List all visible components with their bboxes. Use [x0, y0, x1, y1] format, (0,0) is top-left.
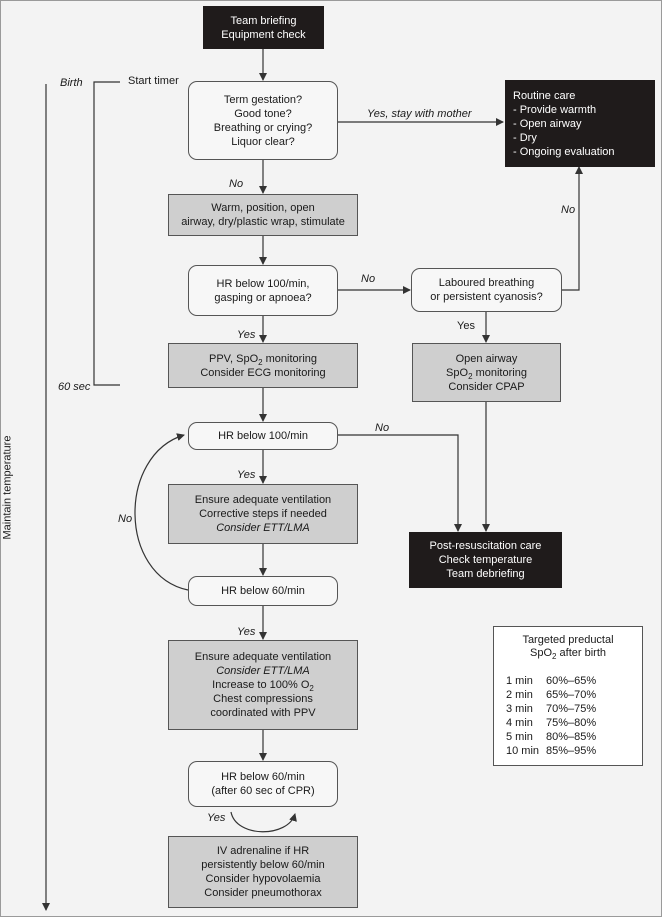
hr-check-1-line-2: gasping or apnoea? [214, 291, 312, 304]
ventilation-2-line-5: coordinated with PPV [210, 707, 316, 719]
open-airway-box: Open airway SpO2 monitoring Consider CPA… [412, 343, 561, 402]
routine-care-item: - Open airway [513, 117, 582, 130]
birth-label: Birth [60, 77, 83, 89]
initial-assessment-box: Term gestation? Good tone? Breathing or … [188, 81, 338, 160]
ventilation-2-line-4: Chest compressions [213, 693, 313, 705]
laboured-line-2: or persistent cyanosis? [430, 291, 543, 303]
assessment-line-4: Liquor clear? [231, 135, 295, 148]
ventilation-2-box: Ensure adequate ventilation Consider ETT… [168, 640, 358, 730]
ventilation-1-line-3: Consider ETT/LMA [216, 522, 310, 534]
ventilation-1-line-1: Ensure adequate ventilation [194, 494, 332, 506]
start-timer-label: Start timer [128, 75, 179, 87]
ventilation-2-line-1: Ensure adequate ventilation [194, 651, 332, 663]
equipment-check-text: Equipment check [221, 28, 306, 41]
ventilation-1-line-2: Corrective steps if needed [199, 508, 327, 520]
warm-line-1: Warm, position, open [211, 202, 315, 214]
routine-care-title: Routine care [513, 89, 576, 102]
open-airway-line-1: Open airway [455, 352, 518, 365]
ppv-line-2: Consider ECG monitoring [200, 366, 326, 379]
ppv-line-1: PPV, SpO2 monitoring [209, 352, 317, 367]
ventilation-2-line-2: Consider ETT/LMA [216, 665, 310, 677]
hr-check-3-text: HR below 60/min [221, 585, 305, 597]
adrenaline-box: IV adrenaline if HR persistently below 6… [168, 836, 358, 908]
assessment-line-3: Breathing or crying? [213, 121, 313, 134]
post-resus-line-3: Team debriefing [446, 568, 525, 580]
spo2-table-title-1: Targeted preductal [522, 634, 614, 646]
yes-stay-with-mother-label: Yes, stay with mother [367, 108, 472, 120]
spo2-target-table: Targeted preductal SpO2 after birth 1 mi… [493, 626, 643, 766]
warm-stimulate-box: Warm, position, open airway, dry/plastic… [168, 194, 358, 236]
adrenaline-line-2: persistently below 60/min [201, 859, 325, 871]
no-label-hr2: No [375, 422, 390, 434]
sixty-sec-label: 60 sec [58, 381, 91, 393]
no-label-loop: No [118, 513, 133, 525]
hr-check-3-box: HR below 60/min [188, 576, 338, 606]
ppv-box: PPV, SpO2 monitoring Consider ECG monito… [168, 343, 358, 388]
spo2-table-title-2: SpO2 after birth [530, 647, 606, 662]
hr-check-4-line-2: (after 60 sec of CPR) [211, 785, 315, 797]
hr-check-4-box: HR below 60/min (after 60 sec of CPR) [188, 761, 338, 807]
adrenaline-line-4: Consider pneumothorax [204, 887, 322, 899]
open-airway-line-3: Consider CPAP [448, 380, 525, 393]
ventilation-1-box: Ensure adequate ventilation Corrective s… [168, 484, 358, 544]
assessment-line-2: Good tone? [234, 107, 292, 120]
no-label-hr1: No [361, 273, 376, 285]
team-briefing-text: Team briefing [230, 14, 297, 27]
arrow-laboured-to-routine [562, 166, 583, 291]
yes-label-hr4: Yes [207, 812, 226, 824]
arrow-hr2-to-post [338, 434, 462, 532]
post-resus-line-1: Post-resuscitation care [429, 540, 542, 552]
hr-check-2-text: HR below 100/min [218, 430, 308, 442]
hr-check-1-box: HR below 100/min, gasping or apnoea? [188, 265, 338, 316]
yes-label-hr2: Yes [237, 469, 256, 481]
post-resuscitation-box: Post-resuscitation care Check temperatur… [409, 532, 562, 588]
hr-check-4-line-1: HR below 60/min [221, 771, 305, 783]
yes-label-laboured: Yes [457, 320, 475, 332]
warm-line-2: airway, dry/plastic wrap, stimulate [181, 216, 345, 228]
hr-check-1-line-1: HR below 100/min, [216, 277, 310, 290]
routine-care-item: - Ongoing evaluation [513, 145, 615, 158]
open-airway-line-2: SpO2 monitoring [446, 366, 527, 381]
routine-care-item: - Dry [513, 131, 537, 144]
adrenaline-line-1: IV adrenaline if HR [216, 845, 310, 857]
hr-check-2-box: HR below 100/min [188, 422, 338, 450]
team-briefing-box: Team briefing Equipment check [203, 6, 324, 49]
no-label-laboured: No [561, 204, 576, 216]
adrenaline-line-3: Consider hypovolaemia [205, 873, 321, 885]
yes-label-hr3: Yes [237, 626, 256, 638]
loop-hr3-to-hr2 [134, 433, 189, 591]
laboured-breathing-box: Laboured breathing or persistent cyanosi… [411, 268, 562, 312]
no-label-assessment: No [229, 178, 244, 190]
routine-care-box: Routine care - Provide warmth - Open air… [505, 80, 655, 167]
post-resus-line-2: Check temperature [438, 554, 533, 566]
timer-bracket [93, 81, 120, 386]
yes-label-hr1: Yes [237, 329, 256, 341]
routine-care-item: - Provide warmth [513, 103, 597, 116]
assessment-line-1: Term gestation? [223, 93, 303, 106]
laboured-line-1: Laboured breathing [438, 277, 535, 289]
loop-hr4-yes [230, 811, 297, 833]
ventilation-2-line-3: Increase to 100% O2 [212, 679, 314, 694]
